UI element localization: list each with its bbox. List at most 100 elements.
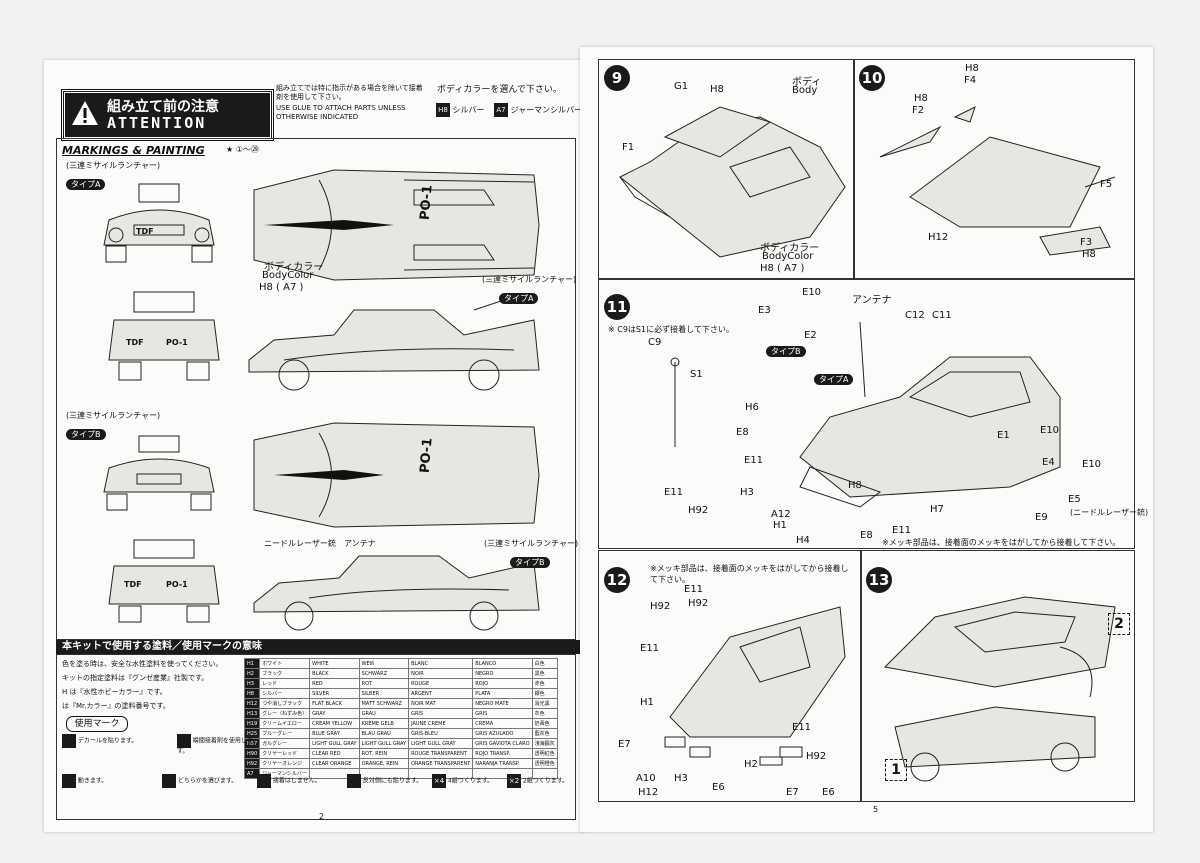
paint-cell: CREMA (472, 718, 533, 729)
color-h8-label: シルバー (452, 105, 485, 115)
step11-part-c12: C12 (905, 310, 925, 321)
step10-part-h8a: H8 (965, 63, 979, 74)
attention-ja: 組み立て前の注意 (107, 99, 219, 115)
needle-laser-label: ニードルレーザー銃 (264, 539, 336, 548)
step9-body-ja: ボディ (792, 77, 822, 88)
step10-part-f3: F3 (1080, 237, 1093, 248)
step11-part-h4: H4 (796, 535, 810, 546)
paint-code: H8 (243, 688, 261, 699)
step-9-number: 9 (604, 65, 630, 91)
step12-part-h12: H12 (638, 787, 659, 798)
antenna-label-left: アンテナ (344, 539, 376, 548)
paint-cell: 銀色 (531, 688, 558, 699)
paint-cell: NEGRO MATE (472, 698, 533, 709)
step12-part-e11c: E11 (792, 722, 812, 733)
legend-item: ×4 4組つくります。 (432, 774, 512, 788)
step-10-number: 10 (859, 65, 885, 91)
paint-cell: CREAM YELLOW (309, 718, 360, 729)
step-11-diagram (799, 321, 1061, 508)
step9-note-en: BodyColor (762, 251, 814, 262)
step10-part-h12: H12 (928, 232, 949, 243)
car-side-type-a (248, 300, 540, 391)
rear-decal-tdf-a: TDF (126, 338, 144, 347)
step11-part-e5: E5 (1068, 494, 1081, 505)
step11-part-e10: E10 (802, 287, 822, 298)
step-9-frame (598, 59, 855, 279)
step-11-number: 11 (604, 294, 630, 320)
legend-icon (62, 734, 76, 748)
glue-note-en: USE GLUE TO ATTACH PARTS UNLESS OTHERWIS… (276, 104, 406, 121)
paint-cell: レッド (259, 678, 311, 689)
step11-part-e11c: E11 (892, 525, 912, 536)
step12-part-e11a: E11 (684, 584, 704, 595)
attention-box: 組み立て前の注意 ATTENTION (61, 89, 274, 141)
paint-code: H3 (243, 678, 261, 689)
attention-en: ATTENTION (107, 114, 207, 132)
paint-cell: ROT (358, 678, 410, 689)
paint-cell: RED (309, 678, 360, 689)
paint-cell: NOIR MAT (408, 698, 474, 709)
step-12-diagram (664, 606, 846, 766)
step12-part-h1: H1 (640, 697, 654, 708)
step12-part-a10: A10 (636, 773, 656, 784)
step11-needle-laser: (ニードルレーザー銃) (1070, 508, 1149, 517)
markings-frame (56, 138, 576, 640)
paint-cell: ブラック (259, 668, 311, 679)
paint-note-2: キットの指定塗料は『グンゼ産業』社製です。 (62, 674, 209, 682)
step9-part-h8: H8 (710, 84, 724, 95)
type-b-badge: タイプB (66, 429, 106, 440)
step11-part-e8a: E8 (736, 427, 749, 438)
step12-part-h2: H2 (744, 759, 758, 770)
top-decal-po1-b: PO-1 (417, 437, 436, 474)
paint-note-4: は『Mr.カラー』の塗料番号です。 (62, 702, 170, 710)
step-12-frame (598, 550, 862, 802)
legend-icon (257, 774, 271, 788)
car-front-type-b (103, 435, 215, 511)
step9-body-en: Body (792, 85, 818, 96)
car-rear-type-a (108, 291, 220, 381)
rear-decal-tdf-b: TDF (124, 580, 142, 589)
step11-antenna: アンテナ (852, 295, 892, 306)
left-page: 組み立て前の注意 ATTENTION 組み立てでは特に指示がある場合を除いて接着… (44, 60, 584, 832)
paint-code: H2 (243, 668, 261, 679)
step-13-number: 13 (866, 567, 892, 593)
step9-codes: H8 ( A7 ) (760, 263, 805, 274)
step11-part-h7: H7 (930, 504, 944, 515)
paint-cell: NEGRO (472, 668, 533, 679)
legend-text: 接着はしません。 (271, 777, 321, 785)
paint-cell: GRAY (309, 708, 360, 719)
paint-code: H12 (243, 698, 261, 709)
step12-note: ※メッキ部品は、接着面のメッキをはがしてから接着して下さい。 (650, 564, 849, 584)
step12-part-e6: E6 (712, 782, 725, 793)
paint-cell: ROJO (472, 678, 533, 689)
step11-part-e1: E1 (997, 430, 1010, 441)
body-color-choose: ボディカラーを選んで下さい。 (437, 85, 562, 95)
step-10-frame (853, 59, 1135, 279)
step12-part-h3: H3 (674, 773, 688, 784)
paint-cell: FLAT BLACK (309, 698, 360, 709)
step11-part-e11b: E11 (664, 487, 684, 498)
step11-type-a: タイプA (814, 374, 854, 385)
color-option-h8: H8 シルバー (436, 103, 485, 117)
step10-part-f2: F2 (912, 105, 925, 116)
paint-cell: JAUNE CREME (408, 718, 474, 729)
paint-cell: 灰色 (531, 708, 558, 719)
usage-mark-badge: 使用マーク (66, 716, 128, 732)
step11-part-h92: H92 (688, 505, 709, 516)
step11-part-e10c: E10 (1082, 459, 1102, 470)
launcher-label-a: (三連ミサイルランチャー) (66, 161, 161, 170)
paint-cell (472, 768, 533, 779)
step-13-diagram (883, 596, 1116, 782)
step10-part-h8c: H8 (1082, 249, 1096, 260)
legend-item: どちらかを選びます。 (162, 774, 242, 788)
step11-part-e11a: E11 (744, 455, 764, 466)
paint-cell: SILBER (358, 688, 410, 699)
legend-icon (177, 734, 191, 748)
paint-cell: ARGENT (408, 688, 474, 699)
